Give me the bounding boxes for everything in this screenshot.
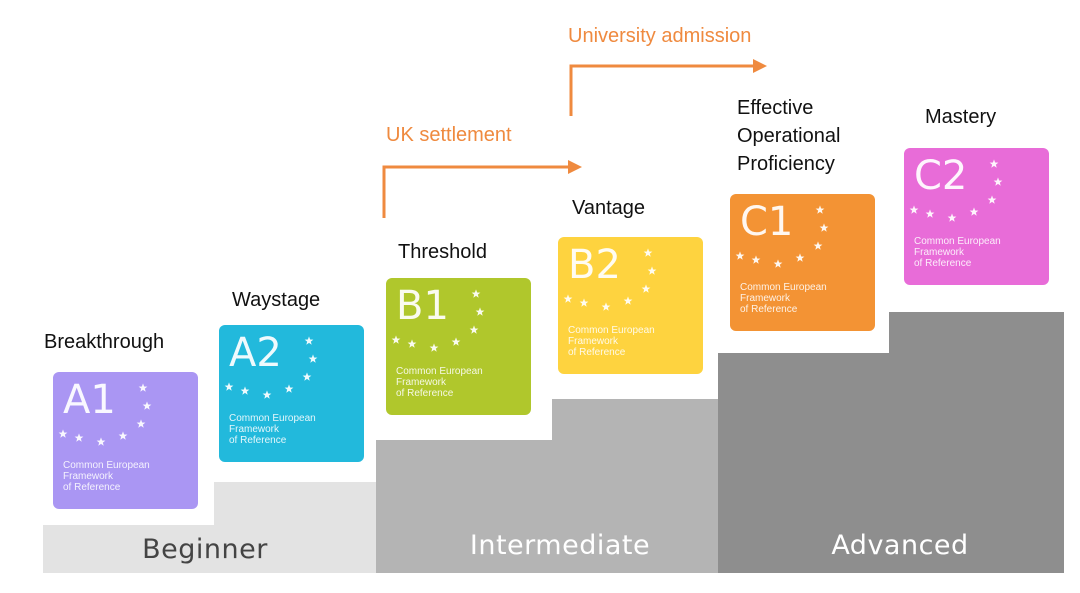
group-label-intermediate: Intermediate <box>469 530 651 561</box>
level-code: C2 <box>914 153 968 199</box>
star-icon <box>989 159 999 168</box>
level-name-line: Vantage <box>572 197 646 219</box>
star-icon <box>284 384 294 393</box>
uk-settlement-arrow <box>382 165 570 218</box>
level-name-line: Mastery <box>925 106 997 128</box>
star-icon <box>947 213 957 222</box>
star-icon <box>429 343 439 352</box>
step-c1-base <box>718 353 893 573</box>
level-name-line: Effective <box>737 97 814 119</box>
university-admission-arrow <box>569 64 755 116</box>
star-icon <box>751 255 761 264</box>
level-name-a2: Waystage <box>232 286 320 314</box>
level-name-c2: Mastery <box>925 103 996 131</box>
level-name-line: Operational <box>737 125 841 147</box>
level-name-b1: Threshold <box>398 238 487 266</box>
star-icon <box>142 401 152 410</box>
star-icon <box>96 437 106 446</box>
star-icon <box>471 289 481 298</box>
stars-icon <box>563 248 657 311</box>
level-name-line: Proficiency <box>737 153 835 175</box>
star-icon <box>302 372 312 381</box>
star-icon <box>469 325 479 334</box>
star-icon <box>475 307 485 316</box>
level-name-b2: Vantage <box>572 194 645 222</box>
star-icon <box>579 298 589 307</box>
group-label-advanced: Advanced <box>831 530 969 561</box>
level-code: A2 <box>229 330 282 376</box>
star-icon <box>623 296 633 305</box>
level-code: B2 <box>568 242 621 288</box>
star-icon <box>815 205 825 214</box>
star-icon <box>391 335 401 344</box>
university-admission-arrowhead <box>753 59 767 73</box>
stars-icon <box>58 383 152 446</box>
star-icon <box>58 429 68 438</box>
level-code: C1 <box>740 199 794 245</box>
star-icon <box>993 177 1003 186</box>
star-icon <box>304 336 314 345</box>
level-name-c1: Effective Operational Proficiency <box>737 94 840 178</box>
star-icon <box>969 207 979 216</box>
star-icon <box>601 302 611 311</box>
stars-icon <box>735 205 829 268</box>
stars-icon <box>224 336 318 399</box>
star-icon <box>647 266 657 275</box>
star-icon <box>925 209 935 218</box>
star-icon <box>451 337 461 346</box>
step-a1-base <box>43 525 218 573</box>
level-name-line: Waystage <box>232 289 321 311</box>
pathway-label-university-admission: University admission <box>568 25 752 47</box>
star-icon <box>735 251 745 260</box>
star-icon <box>136 419 146 428</box>
stars-icon <box>909 159 1003 222</box>
star-icon <box>987 195 997 204</box>
level-name-a1: Breakthrough <box>44 328 164 356</box>
star-icon <box>224 382 234 391</box>
group-label-beginner: Beginner <box>142 534 268 565</box>
star-icon <box>643 248 653 257</box>
star-icon <box>118 431 128 440</box>
level-name-line: Threshold <box>398 241 487 263</box>
pathway-label-uk-settlement: UK settlement <box>386 124 512 146</box>
level-code: A1 <box>63 377 116 423</box>
star-icon <box>795 253 805 262</box>
stars-icon <box>391 289 485 352</box>
star-icon <box>138 383 148 392</box>
star-icon <box>819 223 829 232</box>
star-icon <box>813 241 823 250</box>
star-icon <box>308 354 318 363</box>
level-code: B1 <box>396 283 449 329</box>
step-b2-base <box>552 399 718 573</box>
step-b1-base <box>376 440 552 573</box>
star-icon <box>641 284 651 293</box>
star-icon <box>407 339 417 348</box>
star-icon <box>74 433 84 442</box>
step-c2-base <box>889 312 1064 573</box>
level-name-line: Breakthrough <box>44 331 165 353</box>
star-icon <box>240 386 250 395</box>
star-icon <box>909 205 919 214</box>
star-icon <box>262 390 272 399</box>
star-icon <box>773 259 783 268</box>
uk-settlement-arrowhead <box>568 160 582 174</box>
step-a2-base <box>214 482 376 573</box>
star-icon <box>563 294 573 303</box>
